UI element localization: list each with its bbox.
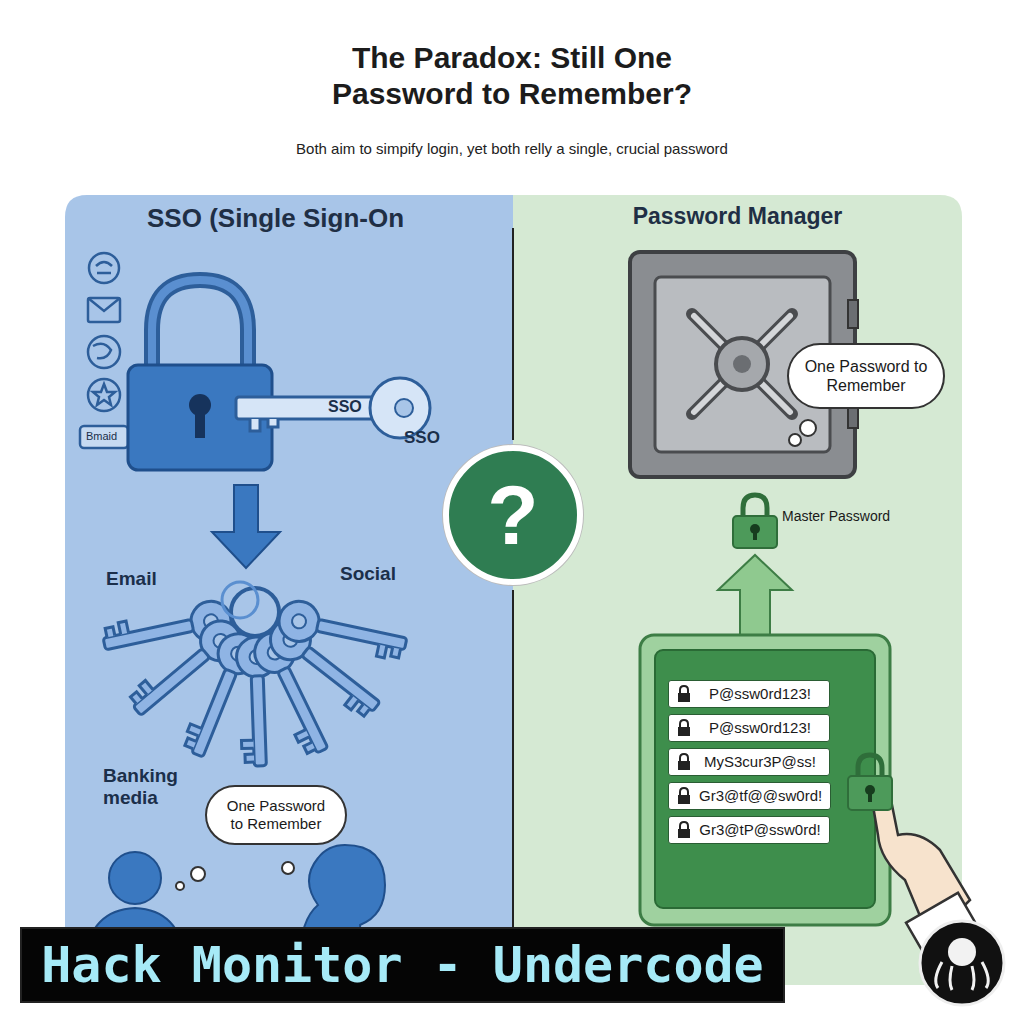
people-part — [176, 882, 184, 890]
category-label: Social — [340, 563, 396, 585]
lock-icon-part — [678, 693, 690, 702]
lock-icon — [676, 685, 692, 703]
vault-safe-part — [789, 434, 801, 446]
thought-bubble: One Password to Remember — [205, 785, 347, 845]
password-text: P@ssw0rd123! — [699, 684, 821, 704]
panel-backgrounds-part — [512, 590, 514, 930]
password-row: P@ssw0rd123! — [668, 680, 830, 708]
lock-icon — [676, 821, 692, 839]
people-part — [282, 862, 294, 874]
subtitle: Both aim to simpify login, yet both rell… — [0, 140, 1024, 157]
watermark-banner-text: Hack Monitor - Undercode — [41, 936, 763, 994]
watermark-banner: Hack Monitor - Undercode — [20, 927, 785, 1003]
vault-safe-part — [716, 338, 768, 390]
password-text: P@ssw0rd123! — [699, 718, 821, 738]
question-circle: ? — [443, 445, 583, 585]
lock-icon-part — [680, 720, 688, 727]
thought-bubble: One Password to Remember — [787, 343, 945, 409]
diagram-title: The Paradox: Still One Password to Remem… — [292, 40, 732, 112]
vault-safe-part — [800, 420, 816, 436]
icon-label: Bmaid — [86, 430, 117, 443]
service-icons-part — [80, 426, 128, 448]
lock-icon-part — [680, 822, 688, 829]
vault-safe-part — [692, 314, 792, 414]
master-lock-part — [753, 530, 757, 540]
sso-padlock-part — [152, 280, 248, 370]
password-text: Gr3@tf@@sw0rd! — [699, 786, 822, 806]
pointing-hand-part — [848, 776, 892, 810]
panel-backgrounds-part — [512, 228, 514, 440]
master-lock — [733, 495, 777, 548]
password-row: Gr3@tP@ssw0rd! — [668, 816, 830, 844]
password-list-box-part — [655, 650, 875, 908]
sso-key — [236, 378, 430, 438]
thought-bubble-text: One Password to Remember — [219, 797, 333, 833]
lock-icon-part — [678, 795, 690, 804]
master-lock-part — [743, 495, 767, 518]
service-icons — [80, 253, 128, 448]
lock-icon-part — [678, 761, 690, 770]
category-label: Banking media — [103, 765, 198, 809]
service-icons-part — [93, 384, 115, 405]
password-row: Gr3@tf@@sw0rd! — [668, 782, 831, 810]
service-icons-part — [89, 253, 119, 283]
sso-panel: SSO (Single Sign-OnOne Password to Remem… — [65, 195, 513, 985]
password-row: P@ssw0rd123! — [668, 714, 830, 742]
service-icons-part — [88, 298, 120, 311]
lock-label: Master Password — [782, 508, 890, 524]
lock-icon-part — [678, 727, 690, 736]
people-part — [191, 867, 205, 881]
vault-safe-part — [848, 300, 858, 328]
thought-bubble-text: One Password to Remember — [801, 357, 931, 395]
key-label: SSO — [404, 428, 440, 448]
sso-padlock — [128, 280, 272, 470]
key-bunch-part — [222, 582, 258, 618]
vault-safe-part — [733, 355, 751, 373]
logo-badge-part — [948, 938, 976, 966]
vault-safe-part — [694, 316, 790, 412]
logo-badge — [920, 921, 1004, 1005]
lock-icon-part — [680, 686, 688, 693]
service-icons-part — [96, 262, 112, 273]
service-icons-part — [88, 379, 120, 411]
key-bunch — [100, 582, 410, 767]
lock-icon-part — [680, 788, 688, 795]
sso-padlock-part — [152, 280, 248, 370]
password-row: MyS3cur3P@ss! — [668, 748, 830, 776]
category-label: Email — [106, 568, 157, 590]
sso-padlock-part — [195, 410, 205, 438]
sso-key-part — [236, 397, 376, 419]
panel-backgrounds-part — [65, 195, 513, 985]
key-label: SSO — [328, 398, 362, 416]
sso-panel-text: SSO (Single Sign-On — [147, 203, 513, 234]
people-part — [109, 852, 161, 904]
service-icons-part — [88, 336, 120, 368]
service-icons-part — [88, 298, 120, 322]
pointing-hand-part — [868, 791, 872, 802]
up-arrow — [718, 555, 792, 640]
pointing-hand-part — [858, 755, 882, 778]
lock-icon — [676, 787, 692, 805]
password-manager-panel: Password ManagerOne Password to Remember… — [513, 195, 962, 985]
key-bunch-part — [275, 598, 409, 664]
password-text: MyS3cur3P@ss! — [699, 752, 821, 772]
sso-key-part — [395, 399, 413, 417]
password-text: Gr3@tP@ssw0rd! — [699, 820, 821, 840]
password-manager-panel-text: Password Manager — [513, 203, 962, 230]
lock-icon-part — [678, 829, 690, 838]
question-circle-text: ? — [487, 473, 538, 557]
logo-badge-part — [920, 921, 1004, 1005]
logo-badge-part — [936, 962, 989, 990]
lock-icon — [676, 753, 692, 771]
down-arrow — [212, 485, 280, 568]
service-icons-part — [93, 344, 111, 359]
lock-icon-part — [680, 754, 688, 761]
lock-icon — [676, 719, 692, 737]
sso-key-part — [250, 419, 278, 431]
panel-backgrounds — [65, 195, 962, 985]
master-lock-part — [733, 516, 777, 548]
